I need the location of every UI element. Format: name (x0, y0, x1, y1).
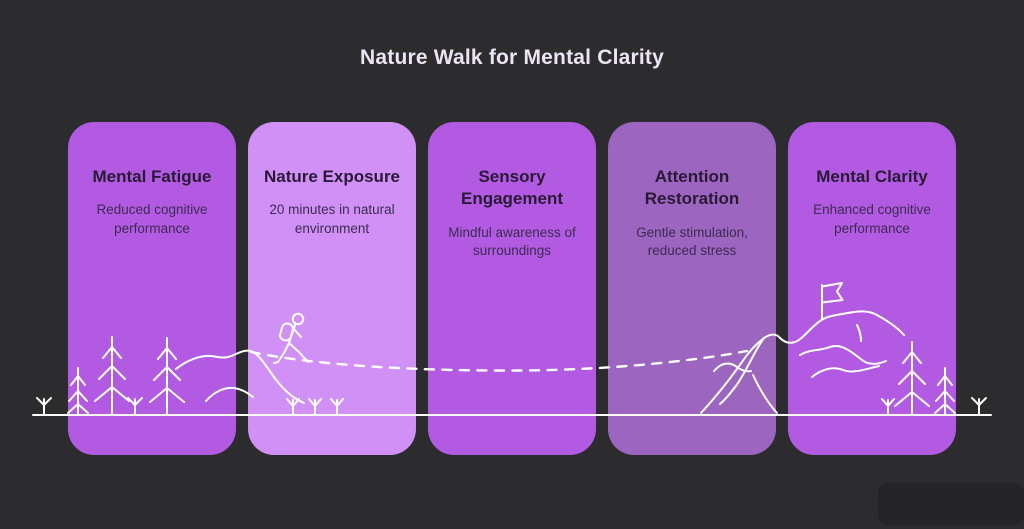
card-description: Enhanced cognitive performance (813, 202, 931, 236)
card-heading: Mental Fatigue (92, 167, 212, 186)
step-card-attention-restoration: Attention Restoration Gentle stimulation… (608, 122, 776, 455)
card-heading: Attention Restoration (644, 167, 740, 209)
card-description: 20 minutes in natural environment (269, 202, 395, 236)
card-heading: Nature Exposure (263, 167, 401, 186)
card-heading: Sensory Engagement (460, 167, 564, 209)
step-card-sensory-engagement: Sensory Engagement Mindful awareness of … (428, 122, 596, 455)
step-card-nature-exposure: Nature Exposure 20 minutes in natural en… (248, 122, 416, 455)
watermark (878, 483, 1024, 525)
card-description: Gentle stimulation, reduced stress (636, 224, 748, 258)
page-title: Nature Walk for Mental Clarity (360, 46, 664, 69)
card-heading: Mental Clarity (816, 167, 928, 186)
card-description: Reduced cognitive performance (96, 202, 208, 236)
step-card-mental-fatigue: Mental Fatigue Reduced cognitive perform… (68, 122, 236, 455)
step-card-mental-clarity: Mental Clarity Enhanced cognitive perfor… (788, 122, 956, 455)
card-description: Mindful awareness of surroundings (448, 224, 576, 258)
